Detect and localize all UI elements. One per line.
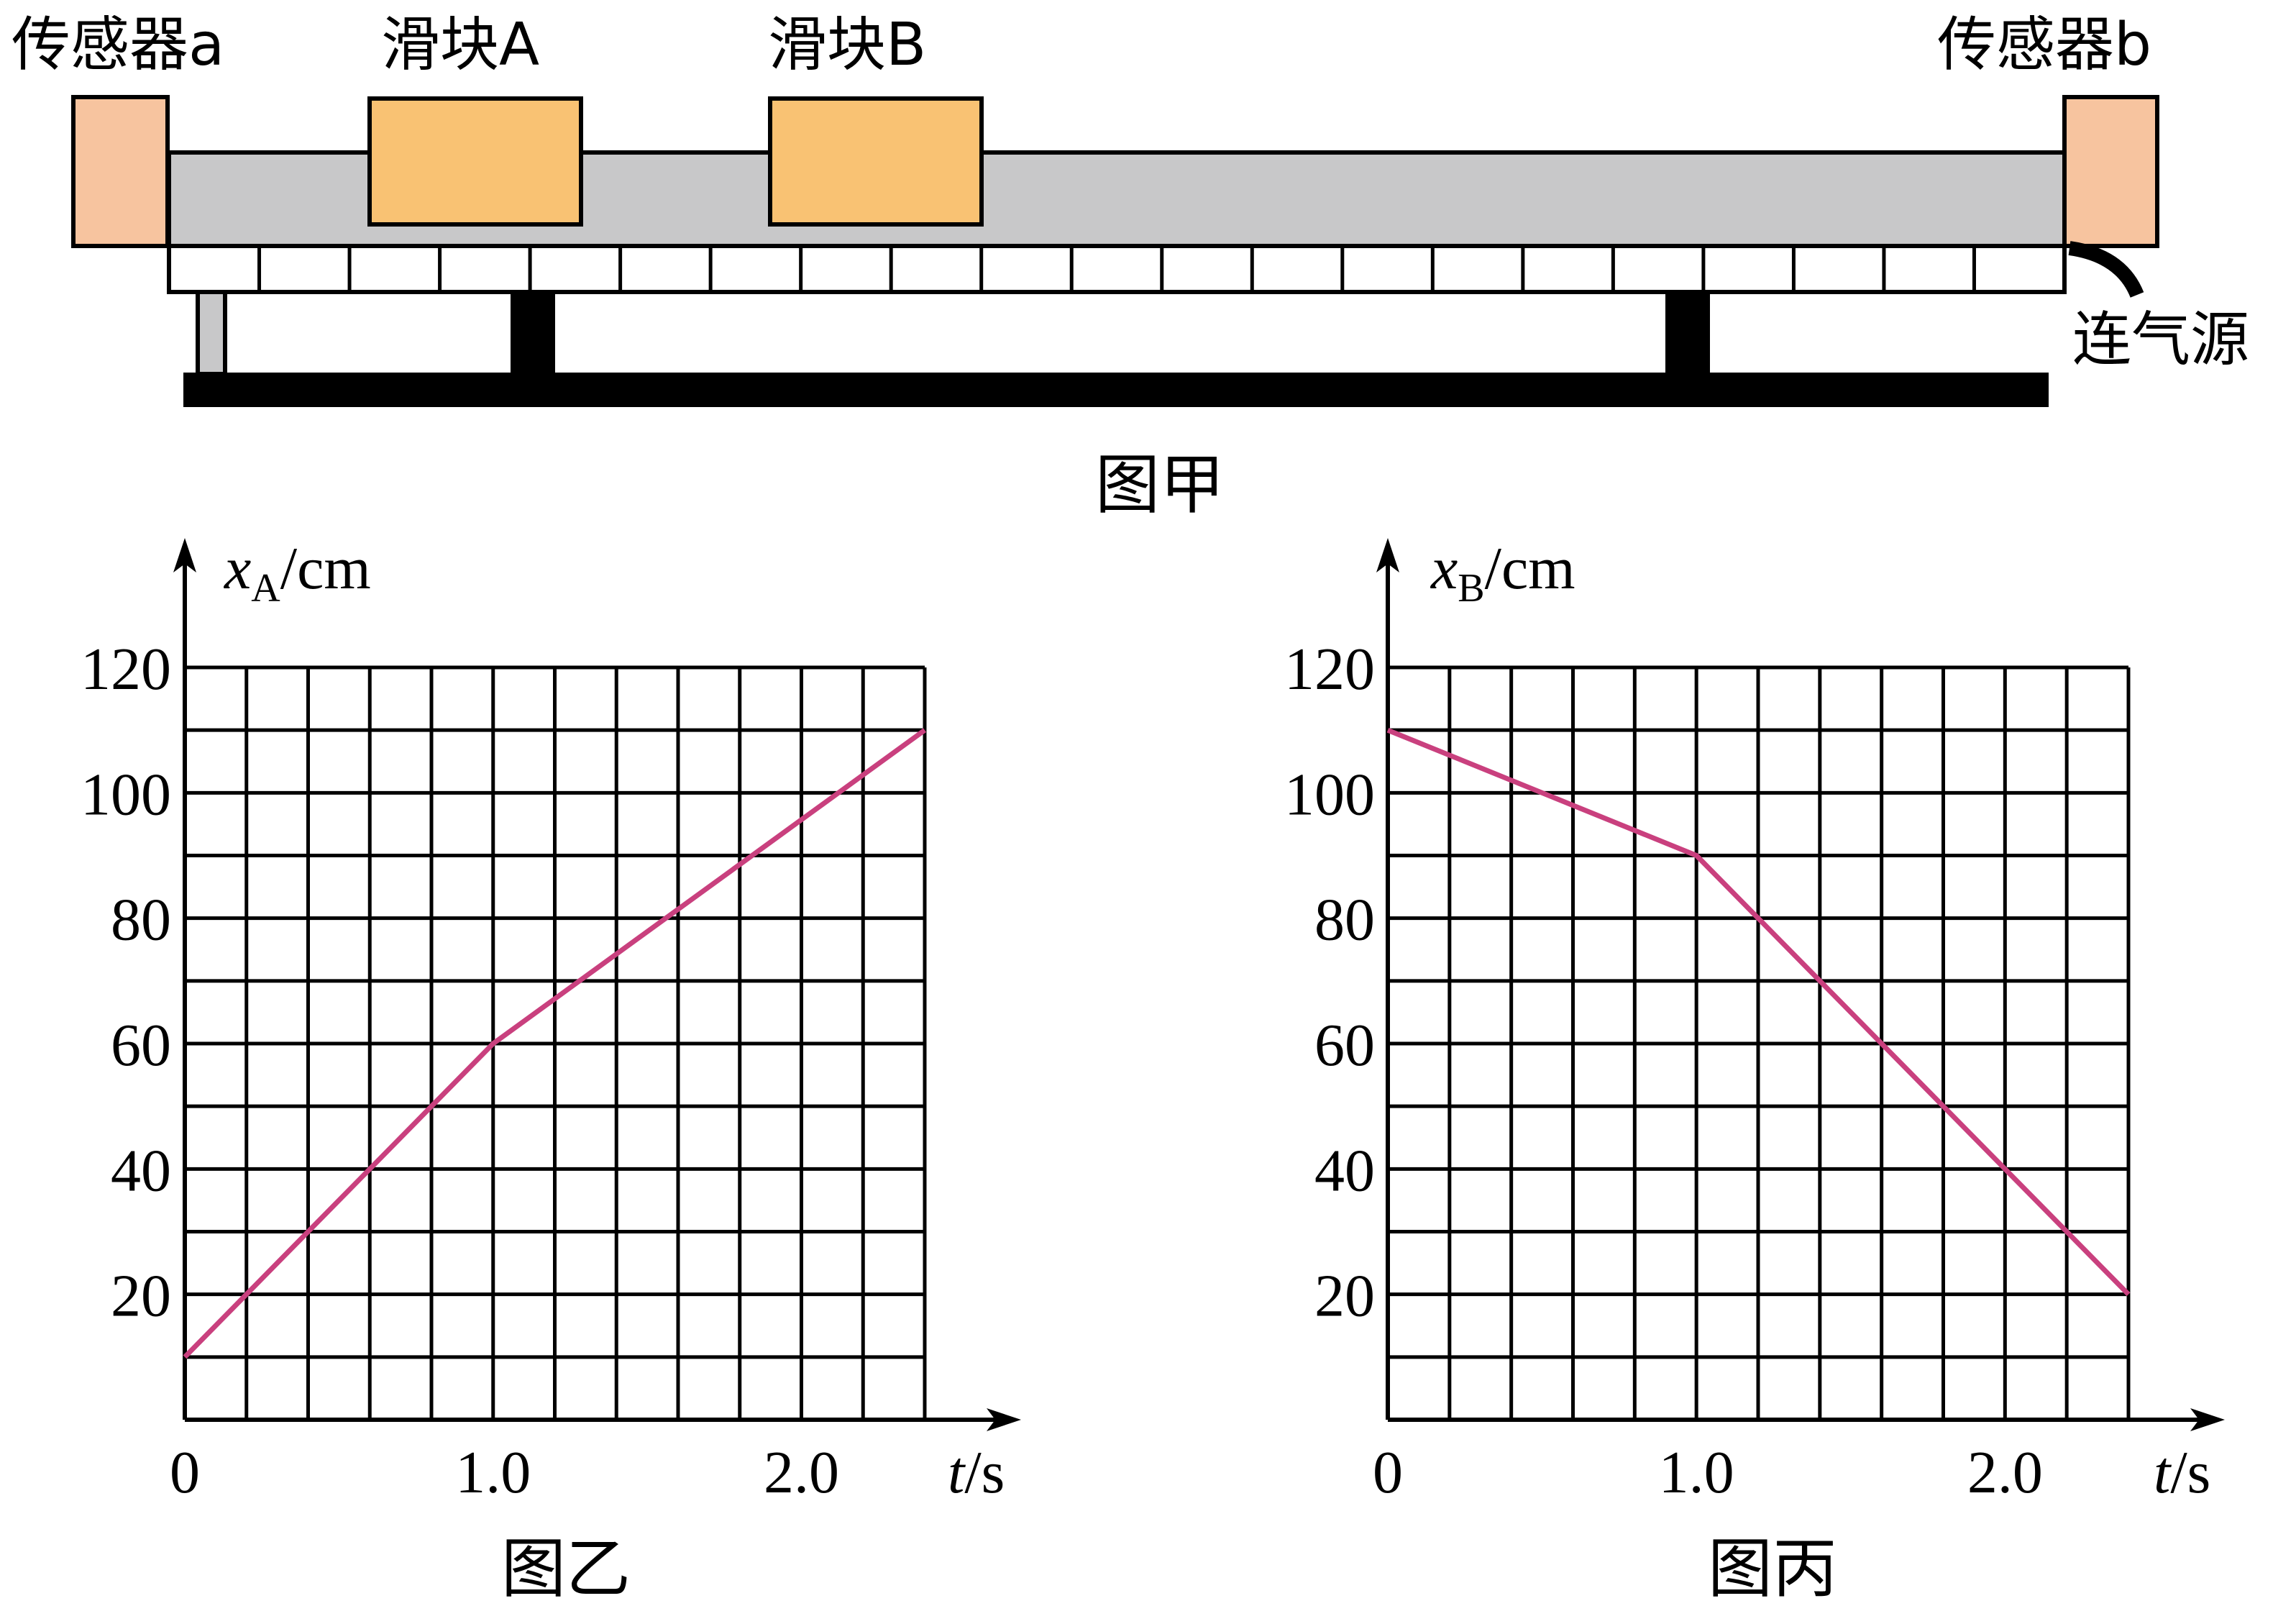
base-bar xyxy=(183,373,2049,407)
chart-xa-series xyxy=(183,728,927,1359)
y-tick-label: 40 xyxy=(111,1137,171,1204)
chart-xb-xlabel: t/s xyxy=(2154,1439,2210,1506)
chart-xa-xlabel: t/s xyxy=(948,1439,1005,1506)
support-leg-right xyxy=(1665,292,1710,374)
x-tick-label: 2.0 xyxy=(764,1439,839,1506)
slider-a xyxy=(367,96,583,227)
y-tick-label: 80 xyxy=(1314,887,1375,954)
slider-a-label: 滑块A xyxy=(381,11,539,79)
chart-xa-vs-t: 20 40 60 80 100 120 0 1.0 2.0 xA/cm t/s 图乙 xyxy=(81,535,1021,1606)
x-tick-label: 1.0 xyxy=(1659,1439,1734,1506)
x-axis-arrow xyxy=(987,1408,1021,1431)
left-thin-support xyxy=(196,290,227,376)
sensor-a-label: 传感器a xyxy=(12,11,224,79)
y-tick-label: 60 xyxy=(1314,1012,1375,1079)
air-hose xyxy=(2068,241,2144,298)
chart-xb-x-ticks: 0 1.0 2.0 xyxy=(1373,1439,2043,1506)
air-source-label: 连气源 xyxy=(2072,306,2249,374)
y-tick-label: 120 xyxy=(1284,636,1375,703)
chart-xb-vs-t: 20 40 60 80 100 120 0 1.0 2.0 xB/cm t/s 图丙 xyxy=(1284,535,2225,1606)
chart-xa-x-ticks: 0 1.0 2.0 xyxy=(170,1439,839,1506)
chart-xa-y-ticks: 20 40 60 80 100 120 xyxy=(81,636,171,1330)
y-tick-label: 20 xyxy=(111,1263,171,1330)
y-tick-label: 40 xyxy=(1314,1137,1375,1204)
x-tick-label: 0 xyxy=(170,1439,200,1506)
sensor-b xyxy=(2062,95,2159,248)
x-axis-arrow xyxy=(2190,1408,2225,1431)
y-tick-label: 80 xyxy=(111,887,171,954)
x-tick-label: 2.0 xyxy=(1967,1439,2043,1506)
sensor-b-label: 传感器b xyxy=(1937,11,2151,79)
chart-xb-axes xyxy=(1376,538,2225,1431)
y-axis-arrow xyxy=(173,538,196,572)
slider-b-label: 滑块B xyxy=(768,11,926,79)
y-tick-label: 120 xyxy=(81,636,171,703)
chart-xa-grid xyxy=(185,665,927,1420)
support-leg-left xyxy=(511,292,555,374)
y-tick-label: 100 xyxy=(1284,761,1375,828)
chart-xb-y-ticks: 20 40 60 80 100 120 xyxy=(1284,636,1375,1330)
slider-b xyxy=(768,96,984,227)
chart-xb-ylabel: xB/cm xyxy=(1430,535,1575,611)
sensor-a xyxy=(71,95,170,248)
series-line xyxy=(1386,727,2131,1297)
y-tick-label: 60 xyxy=(111,1012,171,1079)
series-line xyxy=(183,728,927,1359)
figure-caption-jia: 图甲 xyxy=(1095,447,1225,523)
x-tick-label: 0 xyxy=(1373,1439,1403,1506)
chart-xa-ylabel: xA/cm xyxy=(223,535,371,611)
y-axis-arrow xyxy=(1376,538,1399,572)
x-tick-label: 1.0 xyxy=(455,1439,531,1506)
chart-xb-grid xyxy=(1388,665,2131,1420)
air-track-apparatus: 传感器a 滑块A 滑块B 传感器b 连气源 图甲 xyxy=(12,11,2249,523)
y-tick-label: 100 xyxy=(81,761,171,828)
ruler-ticks xyxy=(257,246,1976,292)
chart-xa-caption: 图乙 xyxy=(501,1531,631,1606)
chart-xb-series xyxy=(1386,727,2131,1297)
y-tick-label: 20 xyxy=(1314,1263,1375,1330)
chart-xa-axes xyxy=(173,538,1021,1431)
ruler-strip xyxy=(167,244,2067,294)
chart-xb-caption: 图丙 xyxy=(1708,1531,1837,1606)
